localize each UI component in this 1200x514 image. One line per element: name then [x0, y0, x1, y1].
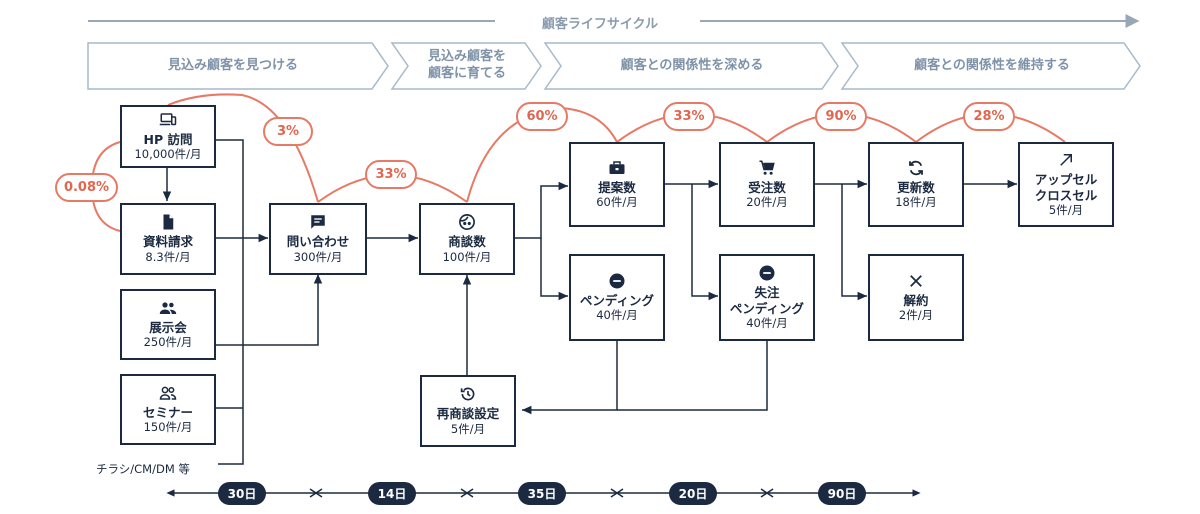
timeline-divider-1: [309, 488, 323, 498]
node-name: 商談数: [448, 234, 486, 250]
phase-chevron-1: [87, 42, 389, 90]
node-proposal: 提案数 60件/月: [569, 142, 665, 227]
lost-to-re-negotiation-connector: [617, 341, 768, 411]
duration-badge-3: 35日: [518, 482, 566, 505]
node-name: 提案数: [598, 179, 636, 195]
node-inquiry: 問い合わせ 300件/月: [269, 203, 367, 275]
node-volume: 2件/月: [898, 308, 934, 323]
briefcase-icon: [608, 159, 626, 177]
phase-label-maintain: 顧客との関係性を維持する: [914, 57, 1070, 73]
node-re-negotiation: 再商談設定 5件/月: [420, 375, 516, 447]
phase-chevron-3: [543, 42, 839, 90]
rate-doc: 0.08%: [55, 173, 118, 202]
timeline-divider-3: [610, 488, 624, 498]
node-volume: 100件/月: [442, 249, 492, 264]
history-icon: [459, 385, 477, 403]
node-volume: 300件/月: [293, 249, 343, 264]
node-volume: 20件/月: [746, 195, 788, 210]
node-name: 再商談設定: [436, 406, 500, 422]
arc-hp-to-inquiry: [167, 93, 319, 203]
node-exhibition: 展示会 250件/月: [120, 289, 216, 360]
duration-badge-2: 14日: [368, 482, 416, 505]
node-name: アップセル クロスセル: [1034, 171, 1098, 203]
proposal-to-lost-connector: [691, 184, 718, 301]
node-volume: 18件/月: [895, 195, 937, 210]
negotiation-to-pending-connector: [540, 238, 568, 301]
arrow-up-right-icon: [1057, 151, 1075, 169]
node-pending: ペンディング 40件/月: [569, 254, 665, 341]
group-icon: [159, 299, 177, 317]
hp-right-connector: [215, 139, 244, 465]
duration-badge-5: 90日: [818, 482, 866, 505]
node-volume: 10,000件/月: [134, 147, 202, 162]
node-name: 受注数: [748, 179, 786, 195]
timeline-divider-4: [760, 488, 774, 498]
node-cancel: 解約 2件/月: [868, 254, 964, 341]
node-lost-pending: 失注 ペンディング 40件/月: [719, 254, 815, 341]
minus-circle-icon: [758, 264, 776, 282]
node-volume: 5件/月: [1048, 203, 1084, 218]
rate-inquiry-negotiation: 33%: [365, 160, 417, 189]
other-channels-label: チラシ/CM/DM 等: [96, 462, 190, 476]
node-order: 受注数 20件/月: [719, 142, 815, 227]
node-name: 資料請求: [142, 234, 193, 250]
close-icon: [907, 272, 925, 290]
node-renewal: 更新数 18件/月: [868, 142, 964, 227]
node-name: 更新数: [897, 179, 935, 195]
node-volume: 150件/月: [143, 420, 193, 435]
duration-badge-1: 30日: [218, 482, 266, 505]
node-name: セミナー: [142, 404, 193, 420]
timeline-divider-2: [460, 488, 474, 498]
chat-icon: [309, 213, 327, 231]
node-name: 解約: [903, 292, 929, 308]
order-to-cancel-connector: [841, 184, 867, 301]
node-volume: 250件/月: [143, 335, 193, 350]
node-negotiation: 商談数 100件/月: [419, 203, 515, 275]
node-name: HP 訪問: [143, 131, 193, 147]
node-volume: 8.3件/月: [145, 249, 191, 264]
rate-renewal-upsell: 28%: [963, 102, 1015, 131]
lifecycle-label: 顧客ライフサイクル: [541, 17, 659, 32]
flow-connectors: [162, 139, 1017, 465]
node-name: 失注 ペンディング: [729, 284, 805, 316]
pending-to-re-negotiation-connector: [522, 341, 618, 415]
cart-icon: [758, 159, 776, 177]
node-seminar: セミナー 150件/月: [120, 374, 216, 445]
rate-negotiation-proposal: 60%: [516, 102, 568, 131]
node-name: ペンディング: [579, 292, 655, 308]
node-volume: 40件/月: [596, 308, 638, 323]
refresh-icon: [907, 159, 925, 177]
node-name: 問い合わせ: [286, 234, 350, 250]
devices-icon: [159, 111, 177, 129]
document-icon: [159, 213, 177, 231]
duration-badge-4: 20日: [669, 482, 717, 505]
phase-chevron-2: [390, 42, 542, 90]
node-name: 展示会: [149, 319, 187, 335]
phase-label-nurture: 見込み顧客を 顧客に育てる: [427, 49, 506, 81]
node-volume: 5件/月: [450, 421, 486, 436]
rate-order-renewal: 90%: [815, 102, 867, 131]
people-outline-icon: [159, 384, 177, 402]
node-hp-visit: HP 訪問 10,000件/月: [120, 105, 216, 168]
timeline-dividers: [309, 488, 774, 498]
phase-label-deepen: 顧客との関係性を深める: [620, 57, 764, 73]
phase-label-find: 見込み顧客を見つける: [167, 57, 298, 73]
node-upsell: アップセル クロスセル 5件/月: [1018, 142, 1114, 227]
node-volume: 40件/月: [746, 316, 788, 331]
face-icon: [458, 213, 476, 231]
negotiation-branch-connector: [514, 181, 568, 239]
minus-circle-icon: [608, 272, 626, 290]
rate-proposal-order: 33%: [663, 102, 715, 131]
node-volume: 60件/月: [596, 195, 638, 210]
rate-hp-inquiry: 3%: [263, 117, 313, 146]
exhibition-to-inquiry-connector: [215, 274, 323, 346]
phase-chevron-4: [840, 42, 1141, 90]
node-doc-request: 資料請求 8.3件/月: [120, 203, 216, 275]
